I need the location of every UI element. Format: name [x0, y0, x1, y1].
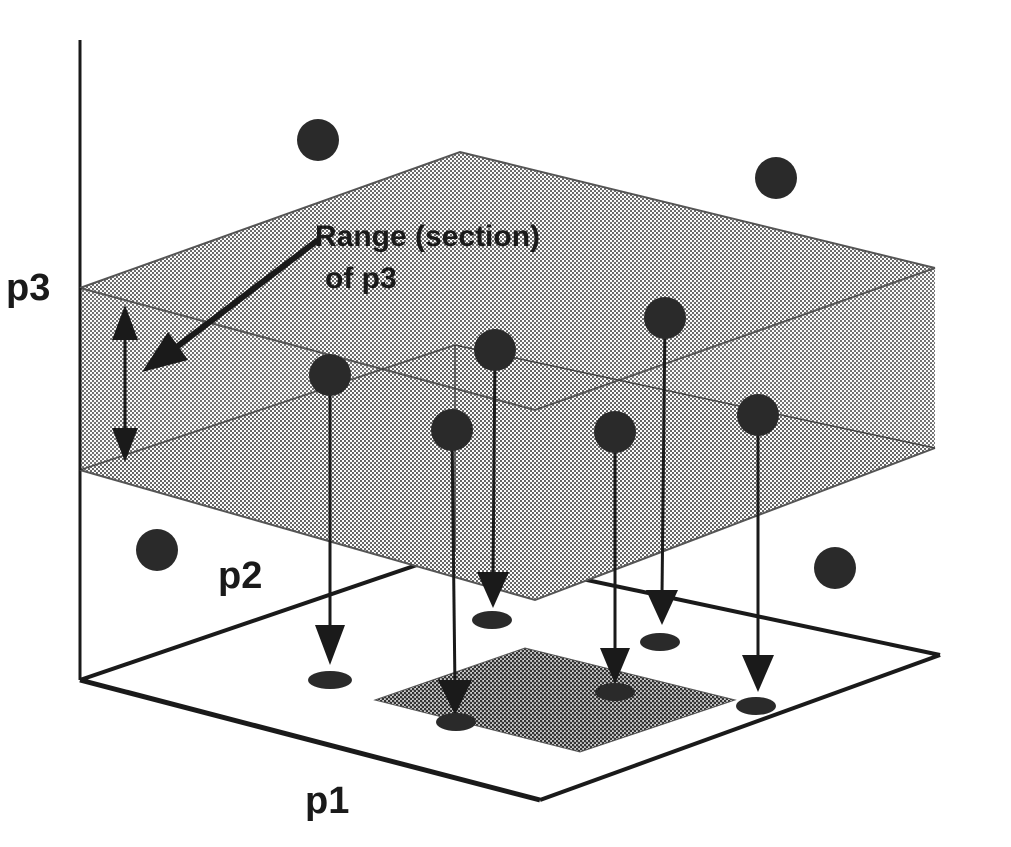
projected-point: [472, 329, 516, 629]
data-point: [136, 529, 178, 571]
data-point: [755, 157, 797, 199]
projected-point: [594, 411, 636, 701]
range-pointer-arrow: [142, 237, 320, 372]
outside-points: [136, 119, 856, 589]
range-double-arrow: [112, 305, 138, 462]
projected-point: [308, 354, 352, 689]
p1-axis: [79, 677, 541, 803]
data-point: [814, 547, 856, 589]
projected-point: [431, 409, 476, 731]
section-slab: [78, 150, 936, 602]
p1-axis-label: p1: [305, 780, 349, 822]
range-label-line2: of p3: [325, 262, 397, 295]
projected-points: [308, 297, 779, 731]
range-label-line1: Range (section): [315, 220, 540, 253]
projected-point: [736, 394, 779, 715]
projection-region: [373, 647, 737, 753]
p2-axis: [79, 550, 456, 682]
p3-axis-label: p3: [6, 267, 50, 309]
data-point: [297, 119, 339, 161]
projected-point: [640, 297, 686, 651]
p2-axis-label: p2: [218, 555, 262, 597]
